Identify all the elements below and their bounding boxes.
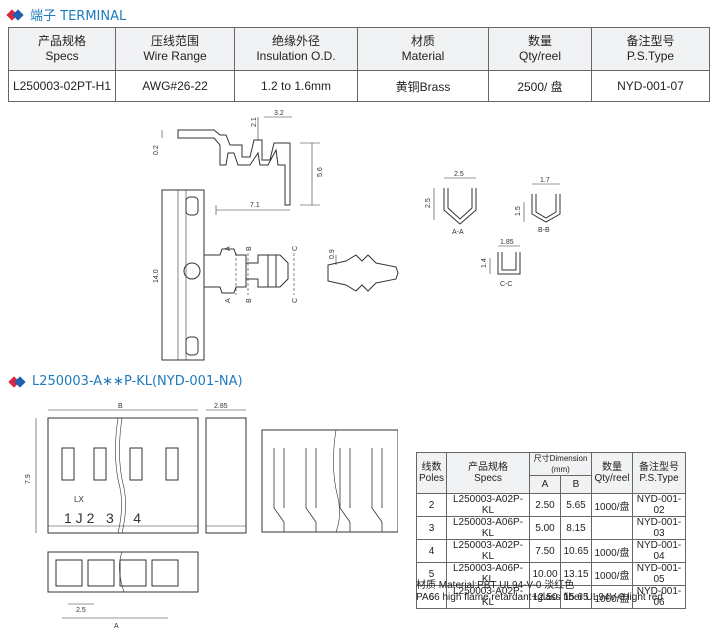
face-numbers: 1 J 2 3 4 — [64, 510, 141, 526]
dim-5-6: 5.6 — [317, 167, 324, 177]
aa-width: 2.5 — [454, 171, 464, 178]
material-note: 材质 Material:PBT UL94-V-0 淡红色 PA66 high f… — [416, 580, 712, 604]
cc-label: C-C — [500, 281, 512, 288]
housing-front-view — [47, 417, 199, 534]
diamond-icon — [8, 375, 28, 388]
aa-height: 2.5 — [425, 198, 432, 208]
cell-specs: L250003-02PT-H1 — [8, 70, 116, 102]
dim-14-0: 14.0 — [153, 269, 160, 283]
material-line-1: 材质 Material:PBT UL94-V-0 淡红色 — [416, 580, 575, 591]
header-dimension: 尺寸Dimension (mm) — [529, 452, 593, 476]
dim-2-85: 2.85 — [214, 403, 228, 410]
section-mark-c-bottom: C — [292, 298, 299, 303]
section-cc-shape — [497, 252, 521, 275]
dim-a: A — [114, 623, 119, 630]
section-mark-c-top: C — [292, 246, 299, 251]
section-title-terminal: 端子 TERMINAL — [6, 5, 127, 24]
header-a: A — [529, 475, 562, 494]
section-mark-b-top: B — [246, 246, 253, 251]
dim-7-9: 7.9 — [25, 474, 32, 484]
dim-0-2: 0.2 — [153, 145, 160, 155]
dim-3-2: 3.2 — [274, 110, 284, 117]
terminal-side-profile — [177, 129, 291, 206]
dim-b: B — [118, 403, 123, 410]
face-lx: LX — [74, 495, 84, 504]
bb-width: 1.7 — [540, 177, 550, 184]
section-aa-shape — [443, 188, 477, 225]
cc-width: 1.85 — [500, 239, 514, 246]
terminal-drawing: 0.2 2.1 3.2 5.6 7.1 14.0 0.9 A A B B C C — [153, 110, 399, 361]
header-b: B — [560, 475, 593, 494]
bb-label: B-B — [538, 227, 550, 234]
section-mark-a-top: A — [225, 246, 232, 251]
housing-bottom-view — [47, 551, 199, 593]
dim-2-1: 2.1 — [251, 117, 258, 127]
terminal-front-view — [327, 254, 399, 292]
section-title-housing: L250003-A∗∗P-KL(NYD-001-NA) — [8, 374, 243, 389]
bb-height: 1.5 — [515, 206, 522, 216]
terminal-top-view — [203, 248, 289, 294]
aa-label: A-A — [452, 229, 464, 236]
cell-insulation: 1.2 to 1.6mm — [234, 70, 358, 102]
table-row: L250003-02PT-H1 AWG#26-22 1.2 to 1.6mm 黄… — [8, 70, 710, 102]
housing-drawing: B 2.85 7.9 2.5 A LX 1 J 2 3 4 — [25, 403, 398, 630]
cell-wire-range: AWG#26-22 — [115, 70, 235, 102]
cell-qty: 2500/ 盘 — [488, 70, 592, 102]
dim-7-1: 7.1 — [250, 202, 260, 209]
section-views: 2.5 2.5 A-A 1.7 1.5 B-B 1.85 1.4 C-C — [425, 171, 561, 288]
housing-back-view — [261, 429, 398, 533]
section-bb-shape — [531, 194, 561, 223]
cell-material: 黄铜Brass — [357, 70, 489, 102]
dim-0-9: 0.9 — [329, 249, 336, 259]
dim-2-5: 2.5 — [76, 607, 86, 614]
pilot-hole — [183, 262, 201, 280]
section-mark-b-bottom: B — [246, 298, 253, 303]
cc-height: 1.4 — [481, 258, 488, 268]
material-line-2: PA66 high flame retardant+glass fiber UL… — [416, 592, 663, 603]
section-mark-a-bottom: A — [225, 298, 232, 303]
housing-side-view — [205, 417, 247, 534]
cell-ps-type: NYD-001-07 — [591, 70, 710, 102]
diamond-icon — [6, 8, 26, 21]
section-title-text: 端子 TERMINAL — [30, 9, 127, 24]
section-title-text: L250003-A∗∗P-KL(NYD-001-NA) — [32, 374, 243, 389]
